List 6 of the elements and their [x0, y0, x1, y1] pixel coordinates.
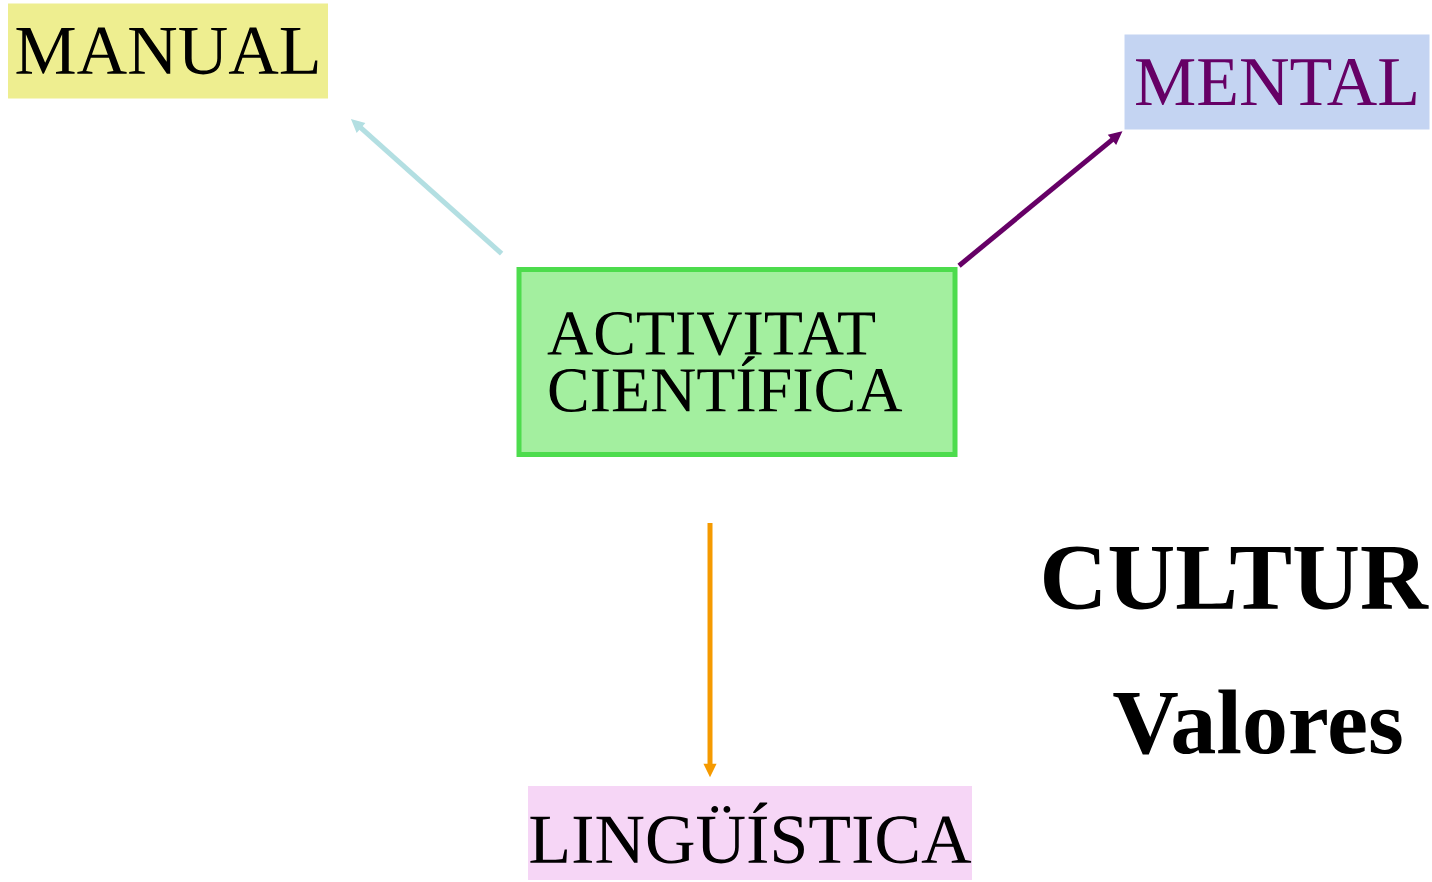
- heading-text: Valores: [1113, 689, 1402, 755]
- category-box: MENTAL: [1124, 34, 1430, 130]
- category-box: LINGÜÍSTICA: [528, 786, 972, 880]
- heading-text: CULTUR: [1044, 546, 1429, 610]
- activity-box: ACTIVITAT CIENTÍFICA: [516, 267, 958, 457]
- category-box: MANUAL: [8, 3, 328, 99]
